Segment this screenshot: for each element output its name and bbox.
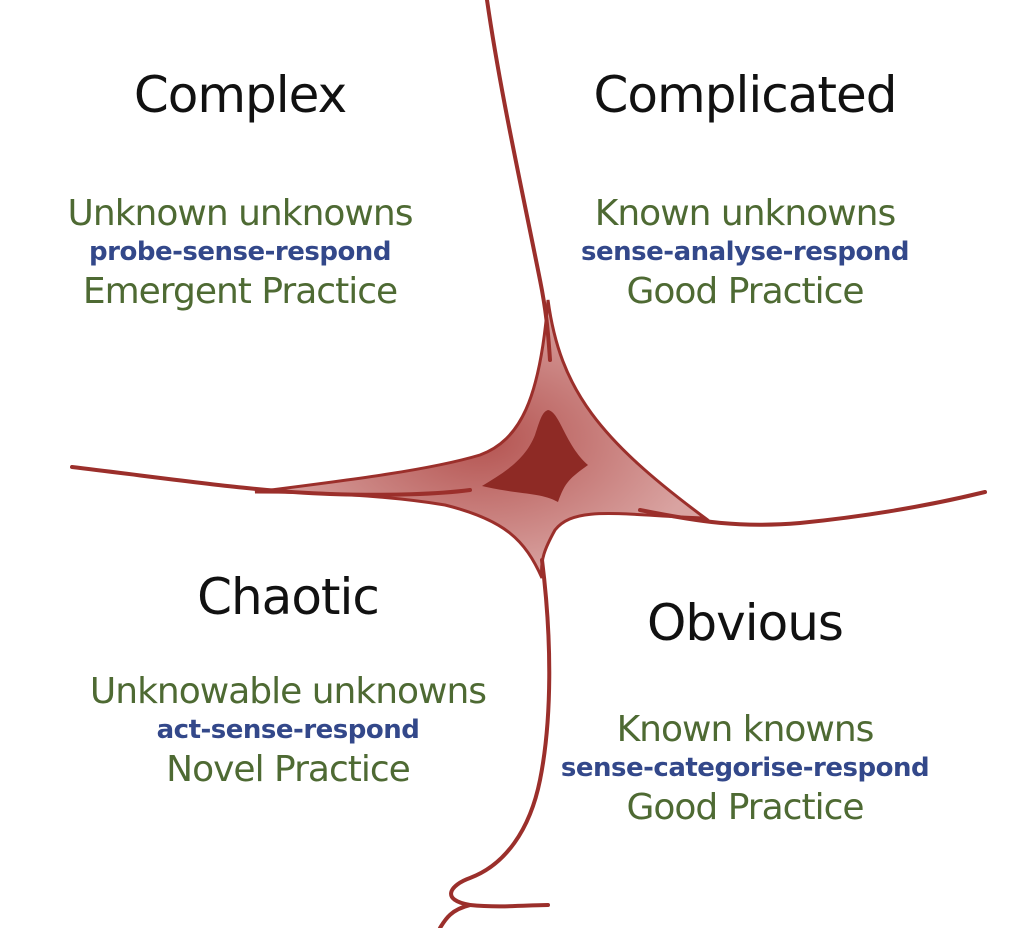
quadrant-title: Chaotic: [197, 568, 380, 626]
quadrant-practice: Good Practice: [626, 787, 864, 829]
quadrant-knowledge: Known knowns: [616, 709, 875, 750]
boundary-line-bottom: [449, 558, 552, 909]
quadrant-method: sense-categorise-respond: [560, 753, 930, 784]
boundary-line-right: [638, 490, 987, 527]
quadrant-practice: Emergent Practice: [82, 271, 398, 313]
quadrant-knowledge: Unknown unknowns: [67, 193, 414, 234]
quadrant-practice: Novel Practice: [166, 749, 411, 791]
quadrant-title: Complicated: [593, 66, 898, 124]
quadrant-practice: Good Practice: [626, 271, 864, 313]
quadrant-title: Complex: [133, 66, 347, 124]
boundary-line-top: [485, 0, 552, 362]
quadrant-title: Obvious: [647, 594, 844, 652]
quadrant-complicated: Complicated Known unknowns sense-analyse…: [525, 70, 965, 313]
quadrant-method: sense-analyse-respond: [581, 237, 909, 268]
quadrant-obvious: Obvious Known knowns sense-categorise-re…: [525, 598, 965, 829]
center-disorder-core: [482, 410, 588, 502]
quadrant-knowledge: Known unknowns: [594, 193, 897, 234]
quadrant-complex: Complex Unknown unknowns probe-sense-res…: [20, 70, 460, 313]
quadrant-method: probe-sense-respond: [89, 237, 391, 268]
quadrant-knowledge: Unknowable unknowns: [89, 671, 487, 712]
boundary-line-left: [70, 465, 472, 497]
quadrant-chaotic: Chaotic Unknowable unknowns act-sense-re…: [68, 572, 508, 791]
center-disorder-area: [254, 299, 710, 579]
quadrant-method: act-sense-respond: [156, 715, 420, 746]
cliff-fold-line: [438, 903, 472, 928]
